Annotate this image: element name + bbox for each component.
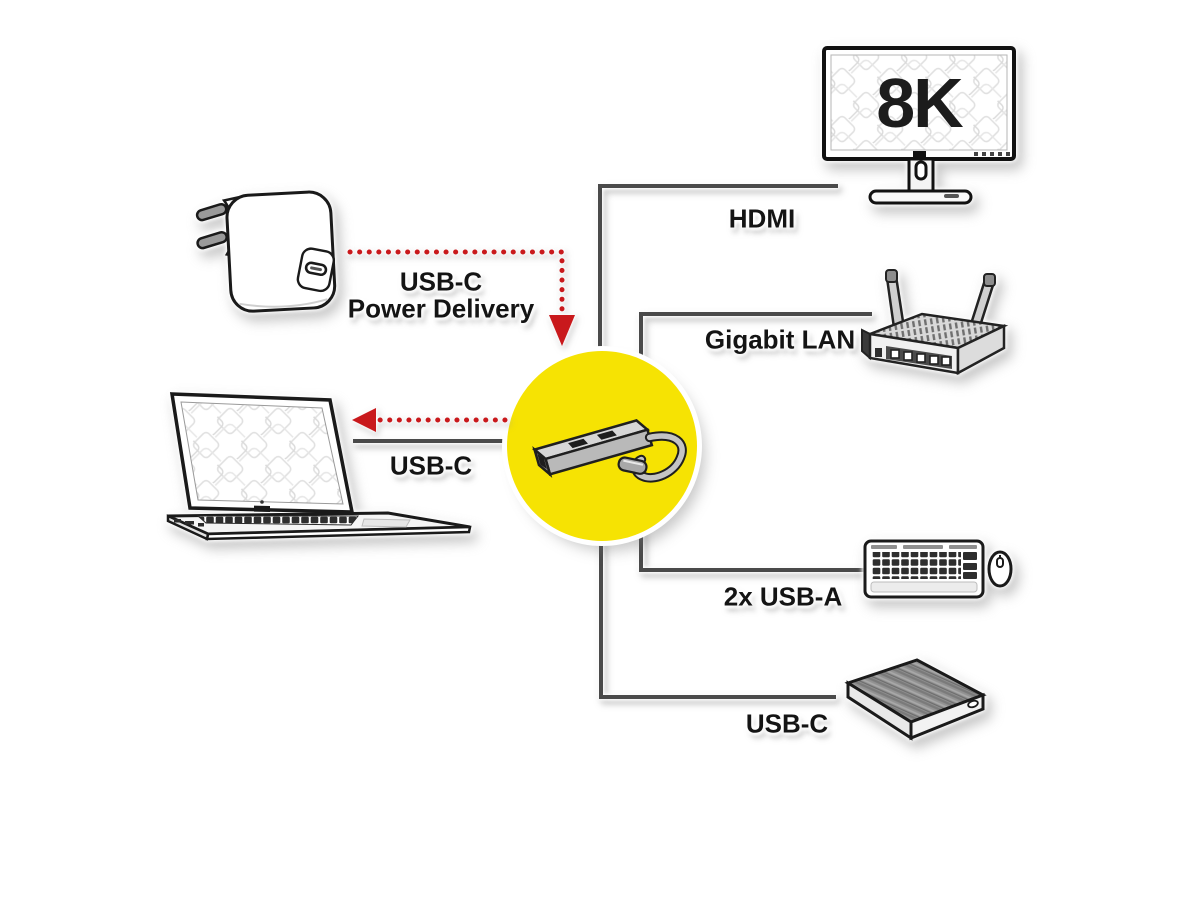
usb-c-laptop-label: USB-C: [389, 450, 473, 481]
monitor-8k-icon: 8K: [818, 40, 1022, 206]
keyboard-mouse-icon: [853, 533, 1023, 613]
usb-c-hub-icon: [531, 419, 687, 483]
gigabit-lan-label: Gigabit LAN: [704, 324, 856, 355]
usb-c-power-delivery-label: USB-C Power Delivery: [347, 266, 535, 324]
usb-c-power-delivery-line2: Power Delivery: [347, 294, 535, 324]
hdmi-label: HDMI: [728, 203, 796, 234]
wifi-router-icon: [858, 256, 1014, 390]
power-adapter-icon: [193, 190, 345, 330]
monitor-screen-label: 8K: [876, 64, 963, 142]
usb-c-hub-highlight-circle: [507, 351, 697, 541]
power-delivery-arrowhead: [549, 315, 575, 346]
external-drive-icon: [833, 650, 998, 755]
usb-c-drive-line: [599, 539, 836, 699]
usb-c-power-delivery-line1: USB-C: [399, 266, 483, 297]
usb-c-drive-label: USB-C: [745, 708, 829, 739]
laptop-icon: [158, 380, 474, 560]
usb-a-label: 2x USB-A: [723, 581, 843, 612]
